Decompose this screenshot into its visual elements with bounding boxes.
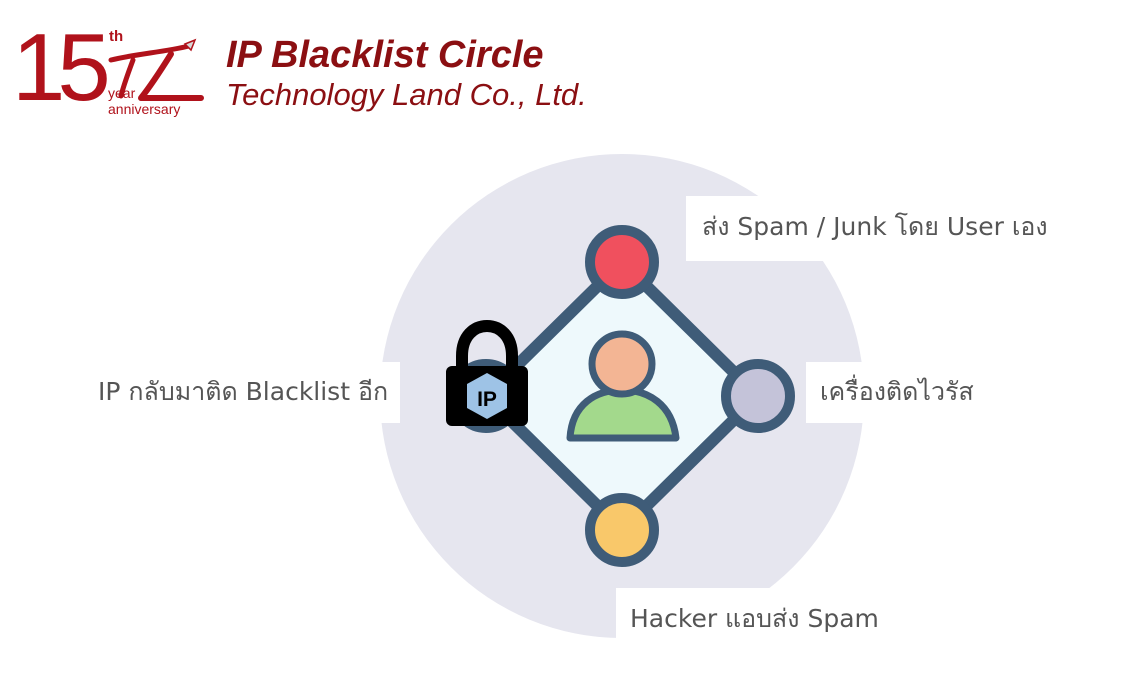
ip-lock-icon: IP [446,319,528,426]
label-spam-by-user: ส่ง Spam / Junk โดย User เอง [686,196,1062,261]
node-right-gray [721,359,795,433]
anniversary-logo: 15 th year anniversary [12,20,212,126]
lock-ip-text: IP [477,388,497,411]
logo-year-text: year [108,85,136,101]
label-blacklisted-again: IP กลับมาติด Blacklist อีก [88,362,401,423]
label-blacklisted-again-text: IP กลับมาติด Blacklist อีก [98,377,389,406]
logo-anniversary-text: anniversary [108,101,181,117]
company-name: Technology Land Co., Ltd. [226,77,587,112]
user-icon [566,330,680,442]
label-virus-infected-text: เครื่องติดไวรัส [820,377,974,406]
label-virus-infected: เครื่องติดไวรัส [806,362,984,423]
logo-swoosh-icon [108,38,204,101]
label-hacker-spam-text: Hacker แอบส่ง Spam [630,604,879,633]
page-title: IP Blacklist Circle [226,34,544,76]
label-hacker-spam: Hacker แอบส่ง Spam [616,588,891,653]
logo-ordinal: th [109,28,124,45]
label-spam-by-user-text: ส่ง Spam / Junk โดย User เอง [702,212,1048,241]
node-top-red [585,225,659,299]
node-bottom-yellow [585,493,659,567]
logo-number: 15 [12,14,111,121]
